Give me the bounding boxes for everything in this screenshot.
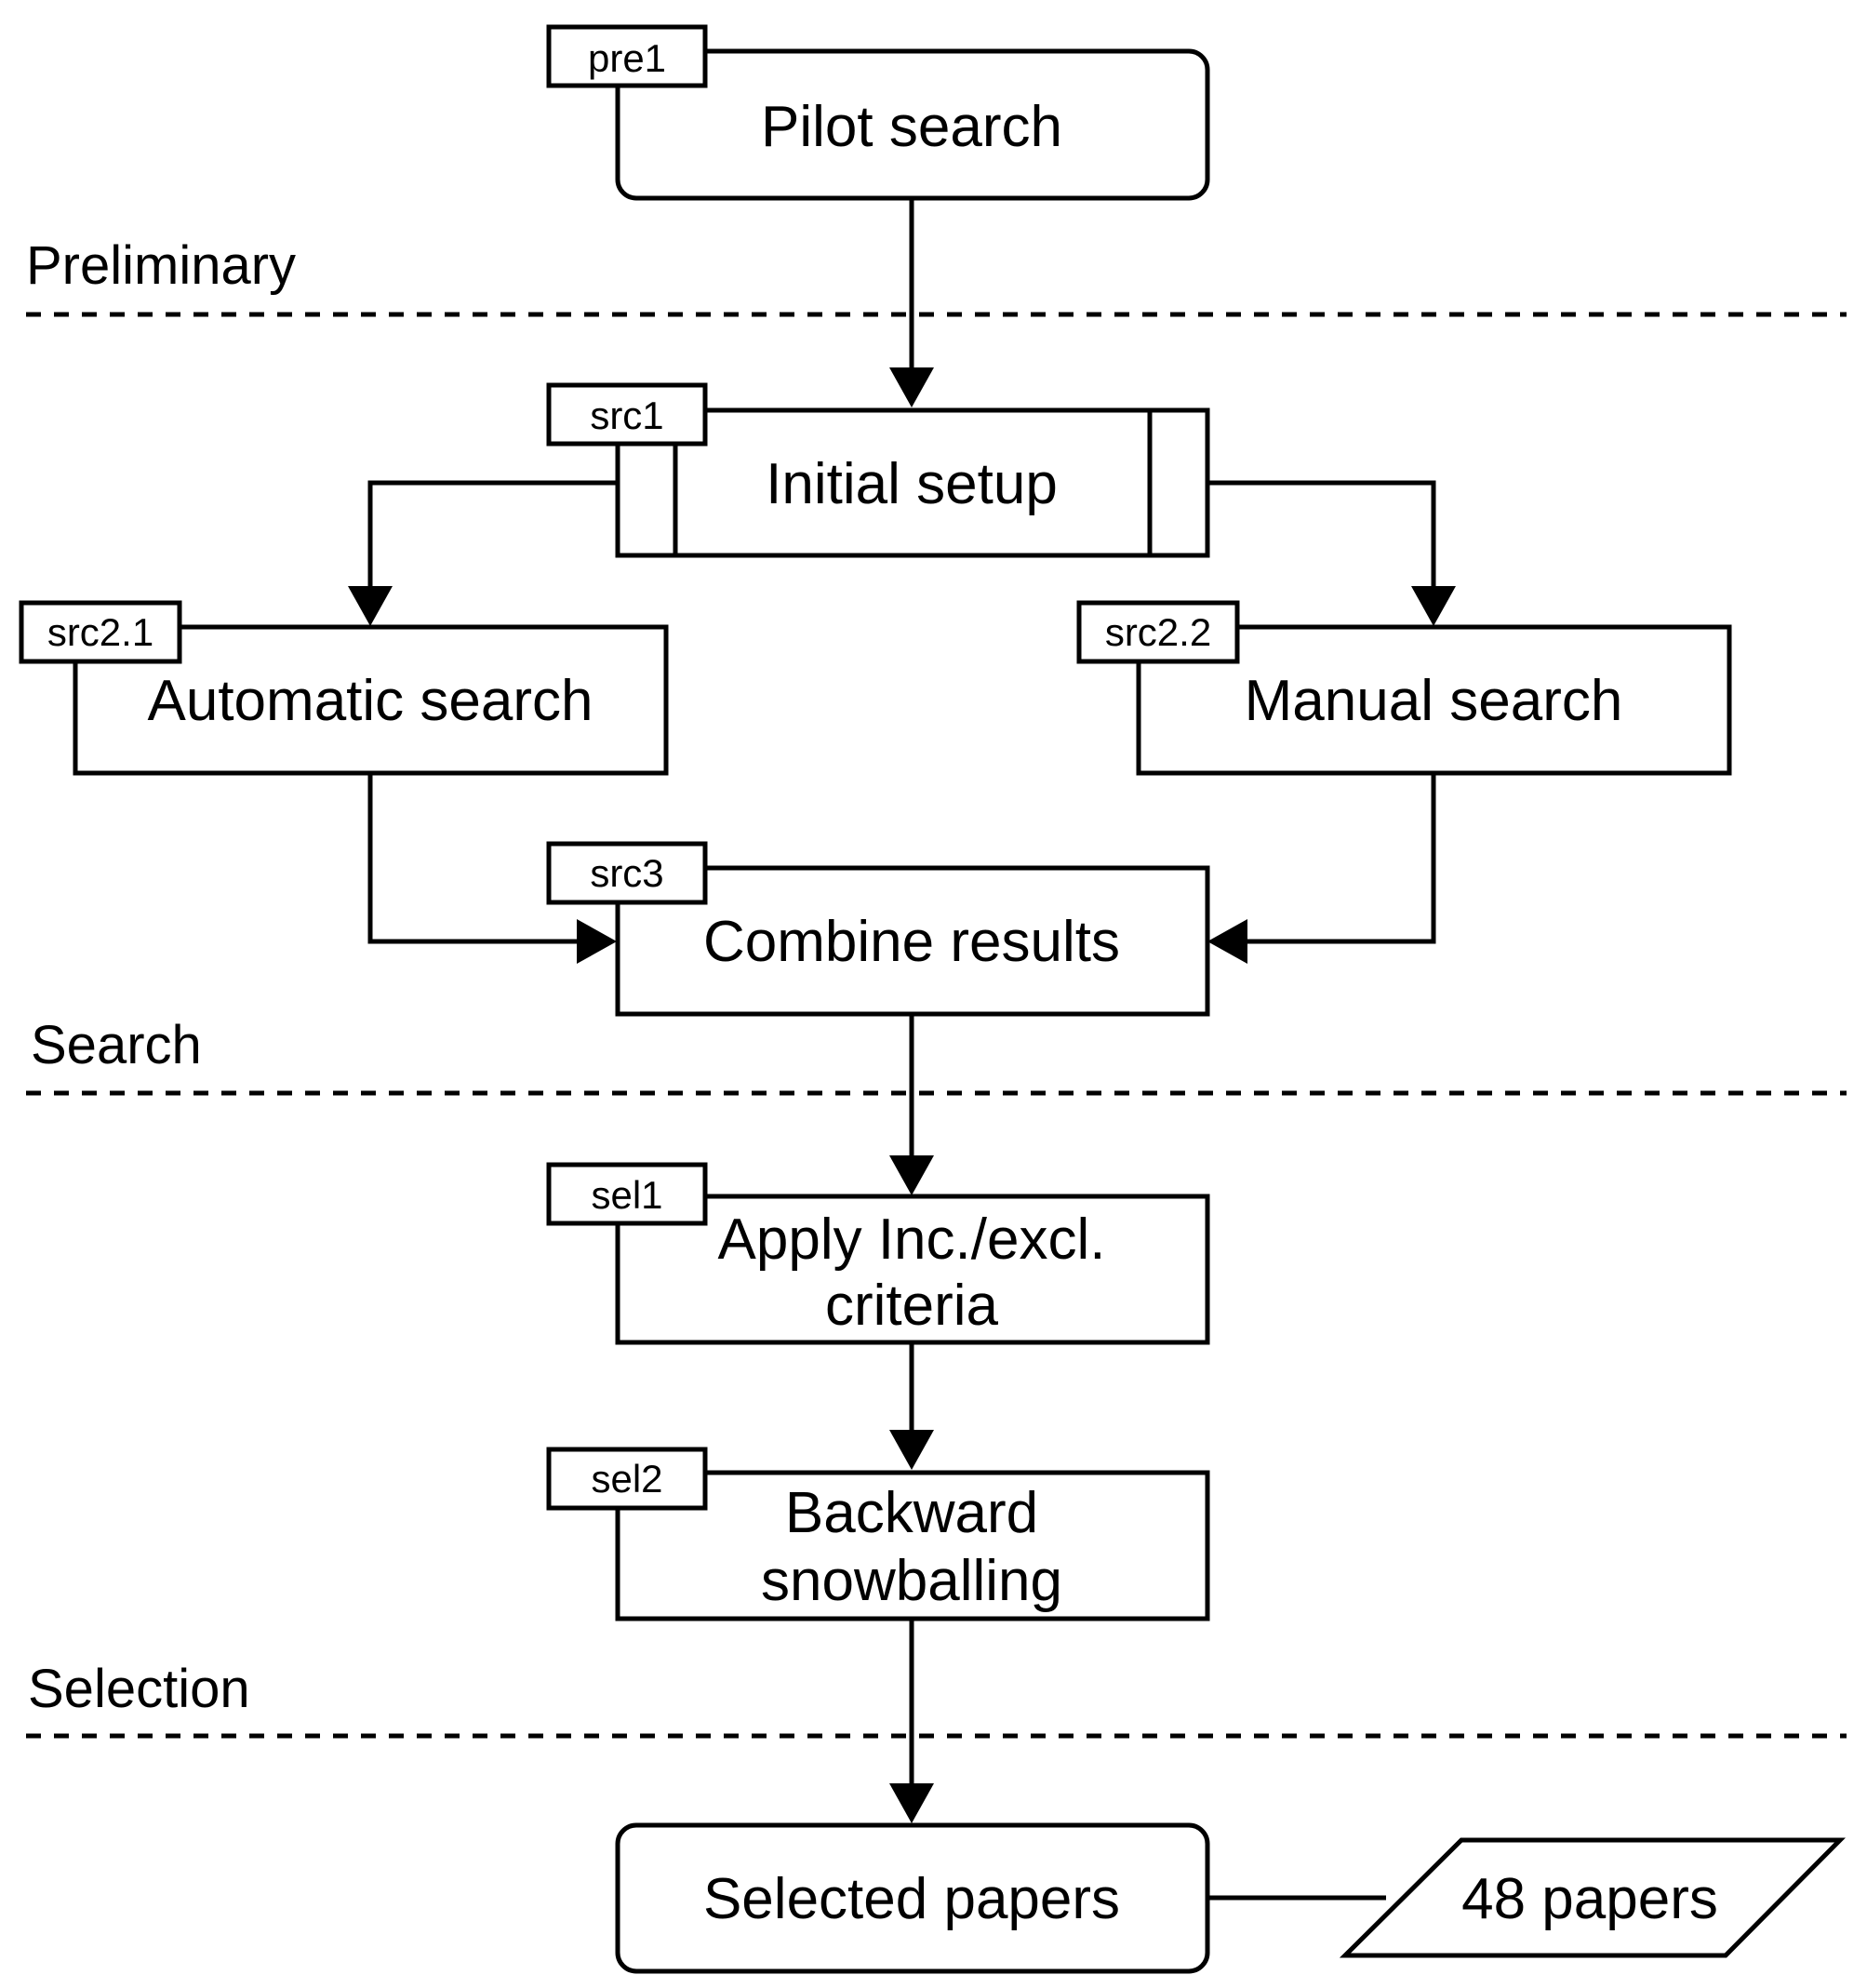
- node-manual-search: Manual search src2.2: [1076, 600, 1732, 776]
- tag-pre1: pre1: [588, 36, 666, 80]
- tag-src3: src3: [590, 851, 663, 895]
- tag-box-src2-2: [1076, 600, 1240, 664]
- arrow-src2-2-to-src3: [1247, 773, 1436, 944]
- section-separators: [26, 312, 1847, 1739]
- tag-sel2: sel2: [591, 1457, 662, 1501]
- node-manual-search-label: Manual search: [1245, 669, 1623, 733]
- arrowhead-sel2-to-end: [889, 1783, 934, 1823]
- node-selected-papers-label: Selected papers: [703, 1867, 1120, 1931]
- node-pilot-search-label: Pilot search: [761, 95, 1062, 159]
- output-papers-count-label: 48 papers: [1461, 1867, 1718, 1931]
- node-backward-snowballing: Backward snowballing sel2: [546, 1447, 1210, 1621]
- output-papers-count: 48 papers: [1339, 1837, 1847, 1958]
- arrowhead-src1-to-src2-1: [348, 586, 393, 626]
- tag-box-src3: [546, 841, 708, 905]
- node-backward-snowballing-label-line1: Backward: [785, 1481, 1038, 1545]
- tag-box-src1: [546, 382, 708, 447]
- tag-box-pre1: [546, 24, 708, 88]
- arrow-src1-to-src2-1: [367, 480, 618, 586]
- node-pilot-search: Pilot search pre1: [546, 24, 1210, 201]
- arrowhead-src2-1-to-src3: [577, 919, 617, 964]
- tag-sel1: sel1: [591, 1173, 662, 1217]
- node-apply-criteria-label-line2: criteria: [825, 1274, 999, 1338]
- tag-src2-1: src2.1: [47, 610, 153, 654]
- tag-box-sel2: [546, 1447, 708, 1511]
- node-automatic-search: Automatic search src2.1: [19, 600, 669, 776]
- arrowhead-sel1-to-sel2: [889, 1430, 934, 1470]
- arrowhead-src3-to-sel1: [889, 1155, 934, 1195]
- section-label-selection: Selection: [28, 1659, 250, 1719]
- node-automatic-search-label: Automatic search: [148, 669, 593, 733]
- node-combine-results: Combine results src3: [546, 841, 1210, 1017]
- tag-src1: src1: [590, 394, 663, 437]
- node-apply-criteria: Apply Inc./excl. criteria sel1: [546, 1162, 1210, 1345]
- tag-src2-2: src2.2: [1105, 610, 1211, 654]
- arrow-src1-to-src2-2: [1207, 480, 1436, 586]
- node-apply-criteria-label-line1: Apply Inc./excl.: [718, 1207, 1106, 1272]
- section-label-search: Search: [31, 1015, 202, 1075]
- node-selected-papers: Selected papers: [615, 1822, 1210, 1974]
- arrowhead-src2-2-to-src3: [1207, 919, 1247, 964]
- section-label-preliminary: Preliminary: [26, 235, 296, 296]
- arrowhead-pre1-to-src1: [889, 367, 934, 407]
- node-initial-setup-label: Initial setup: [766, 452, 1058, 516]
- node-combine-results-label: Combine results: [703, 910, 1120, 974]
- arrowhead-src1-to-src2-2: [1411, 586, 1456, 626]
- connectors: [348, 198, 1456, 1901]
- node-initial-setup: Initial setup src1: [546, 382, 1210, 558]
- tag-box-sel1: [546, 1162, 708, 1226]
- node-backward-snowballing-label-line2: snowballing: [761, 1549, 1062, 1613]
- tag-box-src2-1: [19, 600, 182, 664]
- arrow-src2-1-to-src3: [367, 773, 577, 944]
